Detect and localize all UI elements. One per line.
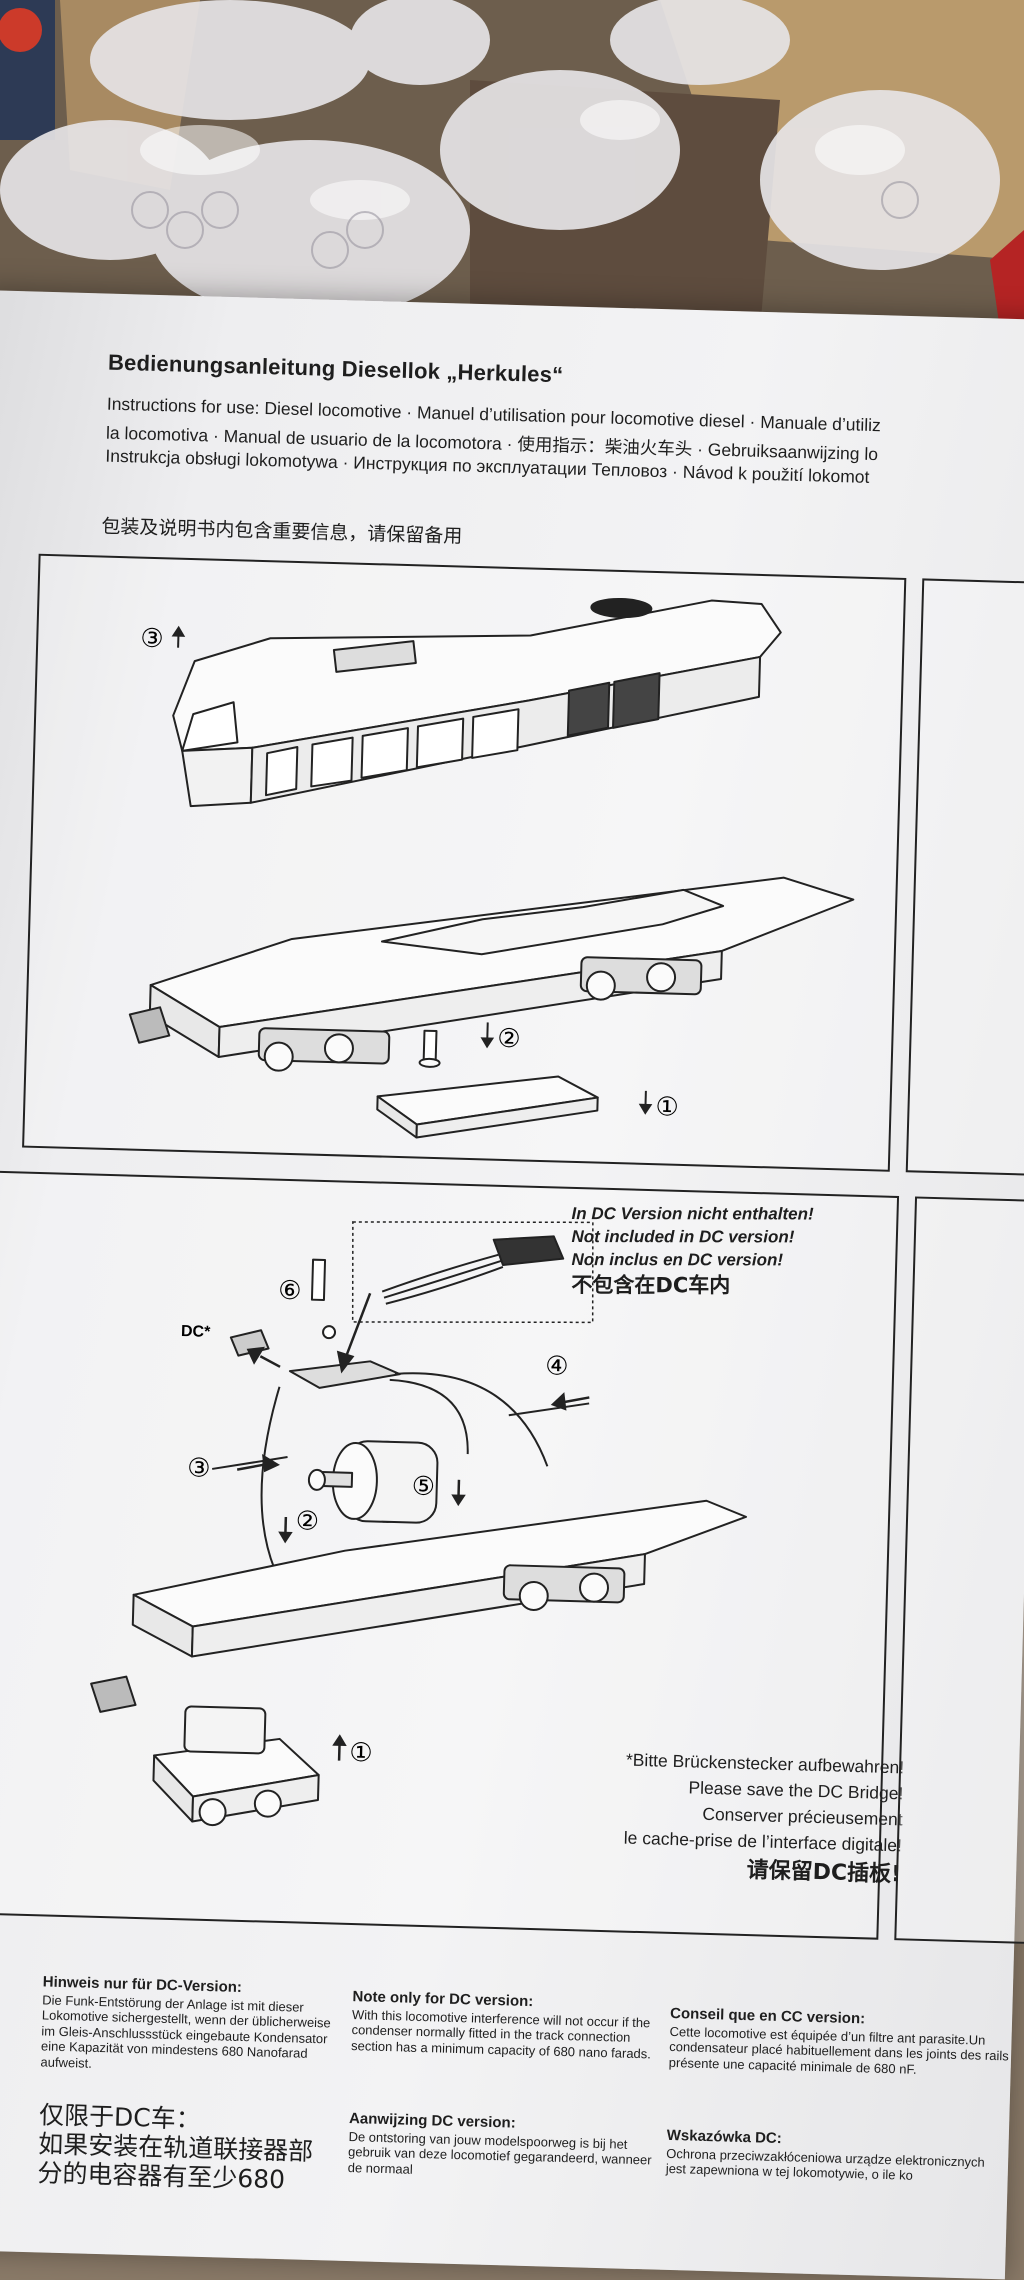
- figure-side-panel-bottom: [894, 1196, 1024, 1943]
- dc-bridge-note: *Bitte Brückenstecker aufbewahren! Pleas…: [623, 1747, 905, 1889]
- note-fr: Conseil que en CC version: Cette locomot…: [669, 2006, 1011, 2079]
- step-label-1b: ①: [349, 1738, 373, 1769]
- step-label-4: ④: [545, 1351, 569, 1382]
- note-cn: 仅限于DC车： 如果安装在轨道联接器部分的电容器有至少680: [37, 2100, 329, 2195]
- step-label-2b: ②: [295, 1506, 319, 1537]
- note-nl: Aanwijzing DC version: De ontstoring van…: [348, 2111, 660, 2184]
- step-label-3b: ③: [187, 1453, 211, 1484]
- note-en: Note only for DC version: With this loco…: [351, 1989, 653, 2061]
- figure-side-panel-top: [906, 578, 1024, 1176]
- note-pl: Wskazówka DC: Ochrona przeciwzakłóceniow…: [666, 2128, 1007, 2186]
- instruction-sheet: Bedienungsanleitung Diesellok „Herkules“…: [0, 290, 1024, 2279]
- step-label-5: ⑤: [411, 1472, 435, 1503]
- step-label-6: ⑥: [278, 1276, 302, 1307]
- dc-bridge-label: DC*: [181, 1323, 212, 1341]
- note-de: Hinweis nur für DC-Version: Die Funk-Ent…: [40, 1974, 333, 2077]
- not-included-note: In DC Version nicht enthalten! Not inclu…: [571, 1202, 813, 1297]
